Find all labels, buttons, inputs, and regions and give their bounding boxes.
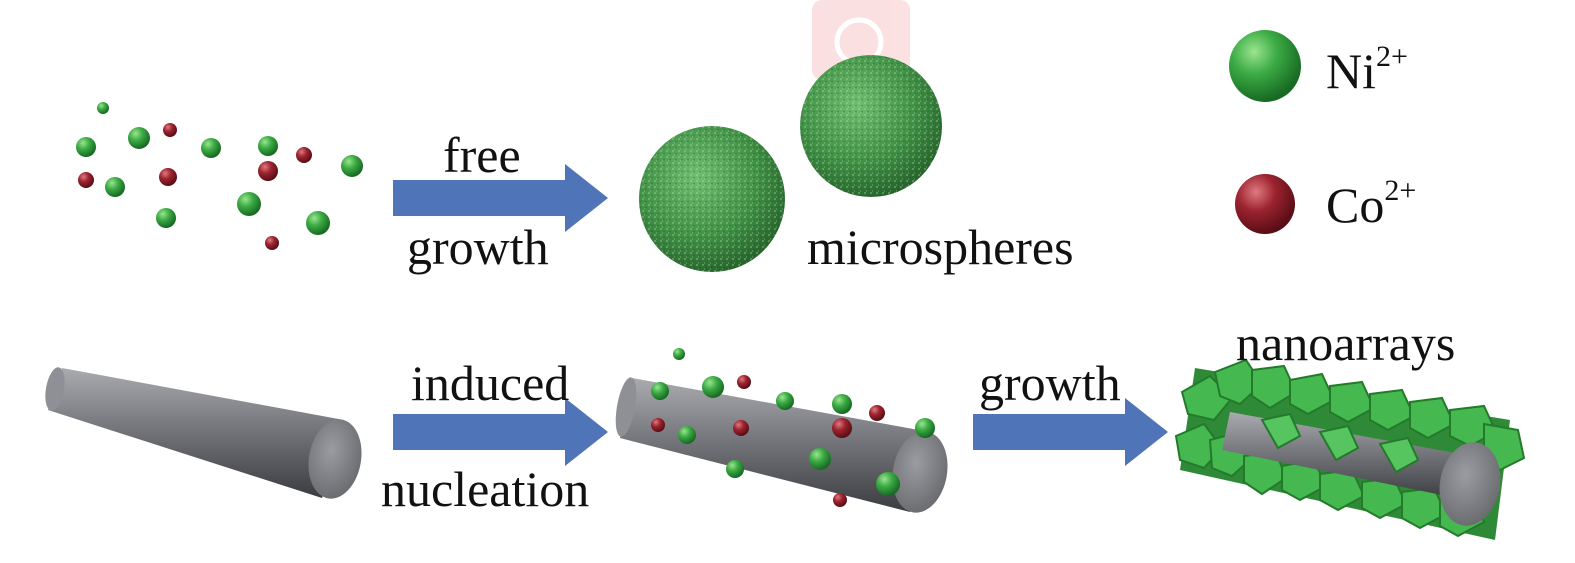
nucleation-rod <box>615 348 948 513</box>
ni-ion <box>673 348 685 360</box>
ni-ion <box>776 392 794 410</box>
legend-co-label: Co2+ <box>1326 174 1417 233</box>
arrow-free-growth <box>393 164 608 232</box>
ni-ion <box>76 137 96 157</box>
legend-ni-ball <box>1229 30 1301 102</box>
ni-ion <box>201 138 221 158</box>
ni-ion <box>341 155 363 177</box>
label-induced: induced <box>411 355 570 411</box>
ni-ion <box>702 376 724 398</box>
arrow-induced-nucleation <box>393 398 608 466</box>
ni-ion <box>809 448 831 470</box>
label-free: free <box>443 127 521 183</box>
co-ion <box>159 168 177 186</box>
ni-ion <box>258 136 278 156</box>
nanoarrays-graphic <box>1174 358 1526 540</box>
ni-ion <box>105 177 125 197</box>
microspheres-graphic <box>639 55 942 272</box>
co-ion <box>869 405 885 421</box>
ni-ion <box>128 127 150 149</box>
co-ion <box>833 493 847 507</box>
arrow-growth <box>973 398 1168 466</box>
co-ion <box>78 172 94 188</box>
ni-ion <box>876 472 900 496</box>
co-ion <box>733 420 749 436</box>
label-nanoarrays: nanoarrays <box>1236 315 1456 371</box>
ni-ion <box>97 102 109 114</box>
ni-ion <box>306 211 330 235</box>
ni-ion <box>651 382 669 400</box>
label-nucleation: nucleation <box>381 461 590 517</box>
legend-co-ball <box>1235 174 1295 234</box>
ni-ion <box>156 208 176 228</box>
co-ion <box>296 147 312 163</box>
free-ion-cluster <box>76 102 363 250</box>
label-growth-top: growth <box>407 219 549 275</box>
ni-ion <box>832 394 852 414</box>
co-ion <box>651 418 665 432</box>
ni-ion <box>726 460 744 478</box>
label-growth-bottom: growth <box>979 355 1121 411</box>
ni-ion <box>678 426 696 444</box>
co-ion <box>737 375 751 389</box>
label-microspheres: microspheres <box>807 219 1074 275</box>
co-ion <box>163 123 177 137</box>
legend-ni-label: Ni2+ <box>1326 40 1408 99</box>
substrate-rod <box>45 367 362 499</box>
co-ion <box>265 236 279 250</box>
ni-ion <box>915 418 935 438</box>
co-ion <box>832 418 852 438</box>
ni-ion <box>237 192 261 216</box>
co-ion <box>258 161 278 181</box>
